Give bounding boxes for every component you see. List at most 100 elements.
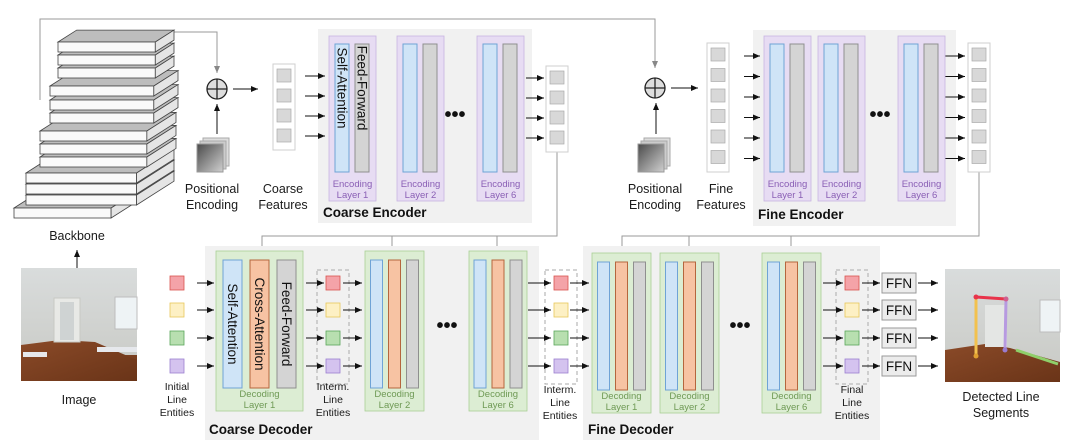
decoding-layer-label: Layer 2 <box>674 402 706 413</box>
fine-feature-token <box>710 109 726 123</box>
backbone-layer-top <box>56 29 176 43</box>
backbone-layer-side <box>136 159 175 195</box>
ffn-block <box>881 355 917 377</box>
feed-forward-block <box>422 43 438 173</box>
self-attention-block <box>597 261 610 391</box>
backbone-layer-front <box>25 194 137 206</box>
cross-attention-block <box>388 259 401 389</box>
backbone-layer-front <box>39 130 148 142</box>
final-entity-token <box>844 302 860 318</box>
feed-forward-block <box>633 261 646 391</box>
backbone-layer-front <box>25 183 137 195</box>
final-entities-label-1: Final <box>841 384 864 396</box>
self-attention-block <box>482 43 498 173</box>
self-attention-text: Self-Attention <box>225 283 240 364</box>
cross-attention-text: Cross-Attention <box>252 277 267 370</box>
feed-forward-block <box>509 259 523 389</box>
fine-features-label-1: Fine <box>709 182 733 196</box>
encoding-layer-label: Encoding <box>333 179 373 190</box>
fine-features-column <box>706 42 730 173</box>
encoding-layer-label: Encoding <box>481 179 521 190</box>
coarse-memory-column <box>545 65 569 153</box>
self-attention-block <box>769 43 785 173</box>
interm1-entities-label-3: Entities <box>316 407 350 419</box>
decoding-layer-label: Decoding <box>771 391 811 402</box>
backbone-label: Backbone <box>49 229 105 243</box>
coarse-plus-icon <box>206 78 228 100</box>
output-label-2: Segments <box>973 406 1029 420</box>
backbone-layer-front <box>49 99 155 111</box>
feed-forward-block <box>354 43 370 173</box>
encoding-layer-label: Layer 1 <box>772 190 804 201</box>
fine-encoder-title: Fine Encoder <box>758 207 844 222</box>
feed-forward-block <box>789 43 805 173</box>
encoding-layer-label: Encoding <box>902 179 942 190</box>
coarse-features-label-1: Coarse <box>263 182 303 196</box>
final-entity-token <box>844 275 860 291</box>
decoding-layer-label: Decoding <box>239 389 279 400</box>
decoding-layer-label: Layer 1 <box>244 400 276 411</box>
decoding-layer-label: Layer 6 <box>482 400 514 411</box>
initial-entity-token <box>169 302 185 318</box>
final-entity-token <box>844 358 860 374</box>
feed-forward-block <box>803 261 816 391</box>
final-entity-group <box>835 269 869 385</box>
feed-forward-block <box>276 259 297 389</box>
backbone-layer-side <box>146 137 177 168</box>
backbone-layer-side <box>154 29 175 53</box>
fine-feature-token <box>710 68 726 82</box>
detected-line-purple <box>1003 298 1008 351</box>
decoding-layer-label: Layer 6 <box>776 402 808 413</box>
backbone-layer-side <box>136 170 175 206</box>
backbone-layer-side <box>154 42 175 66</box>
encoding-layer-label: Layer 2 <box>405 190 437 201</box>
self-attention-block <box>370 259 383 389</box>
decoding-layer-label: Decoding <box>374 389 414 400</box>
coarse-feature-token <box>276 128 292 143</box>
self-attention-block <box>823 43 839 173</box>
coarse-decoder-title: Coarse Decoder <box>209 422 313 437</box>
fine-memory-token <box>971 47 987 62</box>
feed-forward-text: Feed-Forward <box>355 46 370 131</box>
coarse-feature-frame <box>272 63 296 151</box>
encoding-layer-label: Encoding <box>401 179 441 190</box>
output-label-1: Detected Line <box>962 390 1039 404</box>
cross-attention-block <box>683 261 696 391</box>
image-label: Image <box>62 393 97 407</box>
coarse-decoder-ellipsis: ••• <box>436 315 457 337</box>
self-attention-block <box>402 43 418 173</box>
fine-memory-token <box>971 150 987 164</box>
input-image <box>21 268 138 381</box>
ffn-block <box>881 299 917 321</box>
backbone-layer-front <box>57 54 156 66</box>
interm2-entities-label-2: Line <box>550 397 570 409</box>
backbone-layer-side <box>153 69 179 97</box>
coarse-features-label-2: Features <box>258 198 307 212</box>
coarse-memory-token <box>549 90 565 105</box>
cross-attention-block <box>491 259 505 389</box>
initial-entity-token <box>169 358 185 374</box>
ffn-label: FFN <box>886 276 912 291</box>
backbone-layer-front <box>49 85 155 97</box>
backbone-layer-front <box>25 172 137 184</box>
fine-memory-token <box>971 129 987 144</box>
interm2-entities-label-1: Interm. <box>544 384 577 396</box>
decoding-layer-label: Decoding <box>669 391 709 402</box>
decoding-layer-label: Layer 2 <box>379 400 411 411</box>
fine-features-label-2: Features <box>696 198 745 212</box>
fine-decoder-ellipsis: ••• <box>729 315 750 337</box>
initial-entities-label-2: Line <box>167 394 187 406</box>
backbone-layer-front <box>57 41 156 53</box>
ffn-label: FFN <box>886 359 912 374</box>
self-attention-text: Self-Attention <box>335 47 350 128</box>
backbone-layer-side <box>154 55 175 79</box>
interm1-entity-token <box>325 275 341 291</box>
detected-line-red <box>975 295 1007 301</box>
fine-memory-token <box>971 68 987 82</box>
backbone-layer-front <box>13 207 112 219</box>
coarse-memory-token <box>549 70 565 85</box>
interm2-entity-token <box>553 358 569 374</box>
interm2-entities-label-3: Entities <box>543 410 577 422</box>
initial-entities-label-1: Initial <box>165 381 190 393</box>
